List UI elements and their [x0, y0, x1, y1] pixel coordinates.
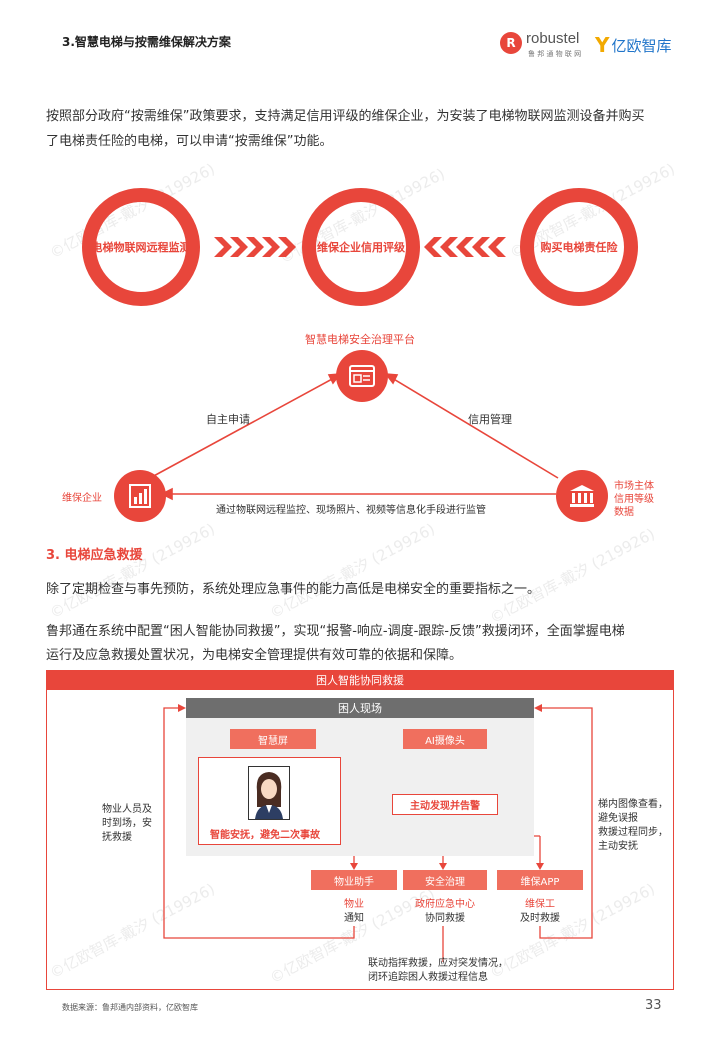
maintenance-company-label: 维保企业 — [62, 493, 102, 504]
robustel-logo-icon: R — [500, 32, 522, 54]
scene-title: 困人现场 — [338, 702, 382, 715]
woman-avatar-icon — [255, 772, 283, 819]
bank-building-icon — [570, 485, 594, 507]
platform-node — [336, 350, 388, 402]
maintenance-company-node — [114, 470, 166, 522]
right-note-1: 梯内图像查看， — [598, 799, 668, 810]
market-credit-label-3: 数据 — [614, 507, 634, 518]
left-note-1: 物业人员及 — [102, 804, 152, 815]
section2-para-2-line-1: 鲁邦通在系统中配置“困人智能协同救援”，实现“报警-响应-调度-跟踪-反馈”救援… — [46, 624, 625, 639]
section-title-emergency: 3. 电梯应急救援 — [46, 548, 143, 563]
under-property: 物业 通知 — [311, 898, 397, 926]
yiou-brand: 亿欧智库 — [611, 36, 672, 55]
left-note-3: 抚救援 — [102, 832, 132, 843]
scene-bar: 困人现场 — [186, 698, 534, 718]
alarm-box: 主动发现并告警 — [392, 794, 498, 815]
arrowhead-property — [350, 863, 358, 870]
market-credit-label-2: 信用等级 — [614, 494, 654, 505]
arrowhead-right-up — [384, 373, 399, 385]
under-safety-1: 政府应急中心 — [415, 899, 475, 910]
browser-window-icon — [349, 365, 375, 387]
smart-screen-box: 智慧屏 — [230, 729, 316, 749]
market-credit-node — [556, 470, 608, 522]
under-app-2: 及时救援 — [520, 913, 560, 924]
under-safety-2: 协同救援 — [425, 913, 465, 924]
right-note-4: 主动安抚 — [598, 841, 638, 852]
maintenance-app-box: 维保APP — [497, 870, 583, 890]
right-note-2: 避免误报 — [598, 813, 638, 824]
page-number: 33 — [645, 998, 662, 1013]
edge-right-label: 信用管理 — [468, 413, 512, 426]
document-chart-icon — [129, 484, 151, 508]
left-note-2: 时到场，安 — [102, 818, 152, 829]
comfort-text: 智能安抚，避免二次事故 — [210, 830, 320, 841]
bottom-note-1: 联动指挥救援，应对突发情况， — [368, 958, 508, 969]
yiou-logo-icon: Y — [595, 33, 610, 57]
under-safety: 政府应急中心 协同救援 — [396, 898, 494, 926]
page-header-title: 3.智慧电梯与按需维保解决方案 — [62, 35, 231, 49]
section2-para-1: 除了定期检查与事先预防，系统处理应急事件的能力高低是电梯安全的重要指标之一。 — [46, 582, 541, 597]
source-note: 数据来源：鲁邦通内部资料，亿欧智库 — [62, 1003, 198, 1012]
platform-label: 智慧电梯安全治理平台 — [305, 333, 415, 346]
intro-line-2: 了电梯责任险的电梯，可以申请“按需维保”功能。 — [46, 134, 333, 149]
robustel-logo: R robustel 鲁 邦 通 物 联 网 — [500, 30, 610, 60]
bottom-note-2: 闭环追踪困人救援过程信息 — [368, 972, 488, 983]
right-note-3: 救援过程同步， — [598, 827, 668, 838]
under-property-2: 通知 — [344, 913, 364, 924]
ai-camera-box: AI摄像头 — [403, 729, 487, 749]
arrowhead-bottom-left — [160, 487, 173, 501]
under-app-1: 维保工 — [525, 899, 555, 910]
triangle-edge-right — [391, 377, 559, 479]
circle-credit-rating-label: 维保企业信用评级 — [317, 241, 405, 254]
robustel-sub: 鲁 邦 通 物 联 网 — [528, 50, 582, 58]
edge-left-label: 自主申请 — [206, 413, 250, 426]
yiou-logo: Y 亿欧智库 — [595, 33, 672, 57]
loop-left — [163, 707, 355, 939]
chevron-right-group — [424, 237, 506, 257]
under-property-1: 物业 — [344, 899, 364, 910]
arrowhead-loop-right — [534, 704, 542, 712]
intro-line-1: 按照部分政府“按需维保”政策要求，支持满足信用评级的维保企业，为安装了电梯物联网… — [46, 109, 645, 124]
robustel-brand: robustel — [526, 30, 580, 47]
rescue-title-bar: 困人智能协同救援 — [46, 670, 674, 690]
edge-bottom-label: 通过物联网远程监控、现场照片、视频等信息化手段进行监管 — [216, 505, 486, 516]
market-credit-label-1: 市场主体 — [614, 481, 654, 492]
circle-insurance-label: 购买电梯责任险 — [540, 241, 618, 254]
section2-para-2-line-2: 运行及应急救援处置状况，为电梯安全管理提供有效可靠的依据和保障。 — [46, 648, 463, 663]
safety-governance-box: 安全治理 — [403, 870, 487, 890]
triangle-edge-left — [149, 377, 335, 479]
rescue-title: 困人智能协同救援 — [316, 674, 404, 687]
arrowhead-app — [536, 863, 544, 870]
loop-right — [539, 707, 593, 939]
arrowhead-safety — [439, 863, 447, 870]
circle-remote-monitoring-label: 电梯物联网远程监测 — [91, 241, 191, 254]
chevron-left-group — [214, 237, 296, 257]
property-assistant-box: 物业助手 — [311, 870, 397, 890]
under-app: 维保工 及时救援 — [497, 898, 583, 926]
arrowhead-loop-left — [178, 704, 186, 712]
avatar — [248, 766, 290, 820]
